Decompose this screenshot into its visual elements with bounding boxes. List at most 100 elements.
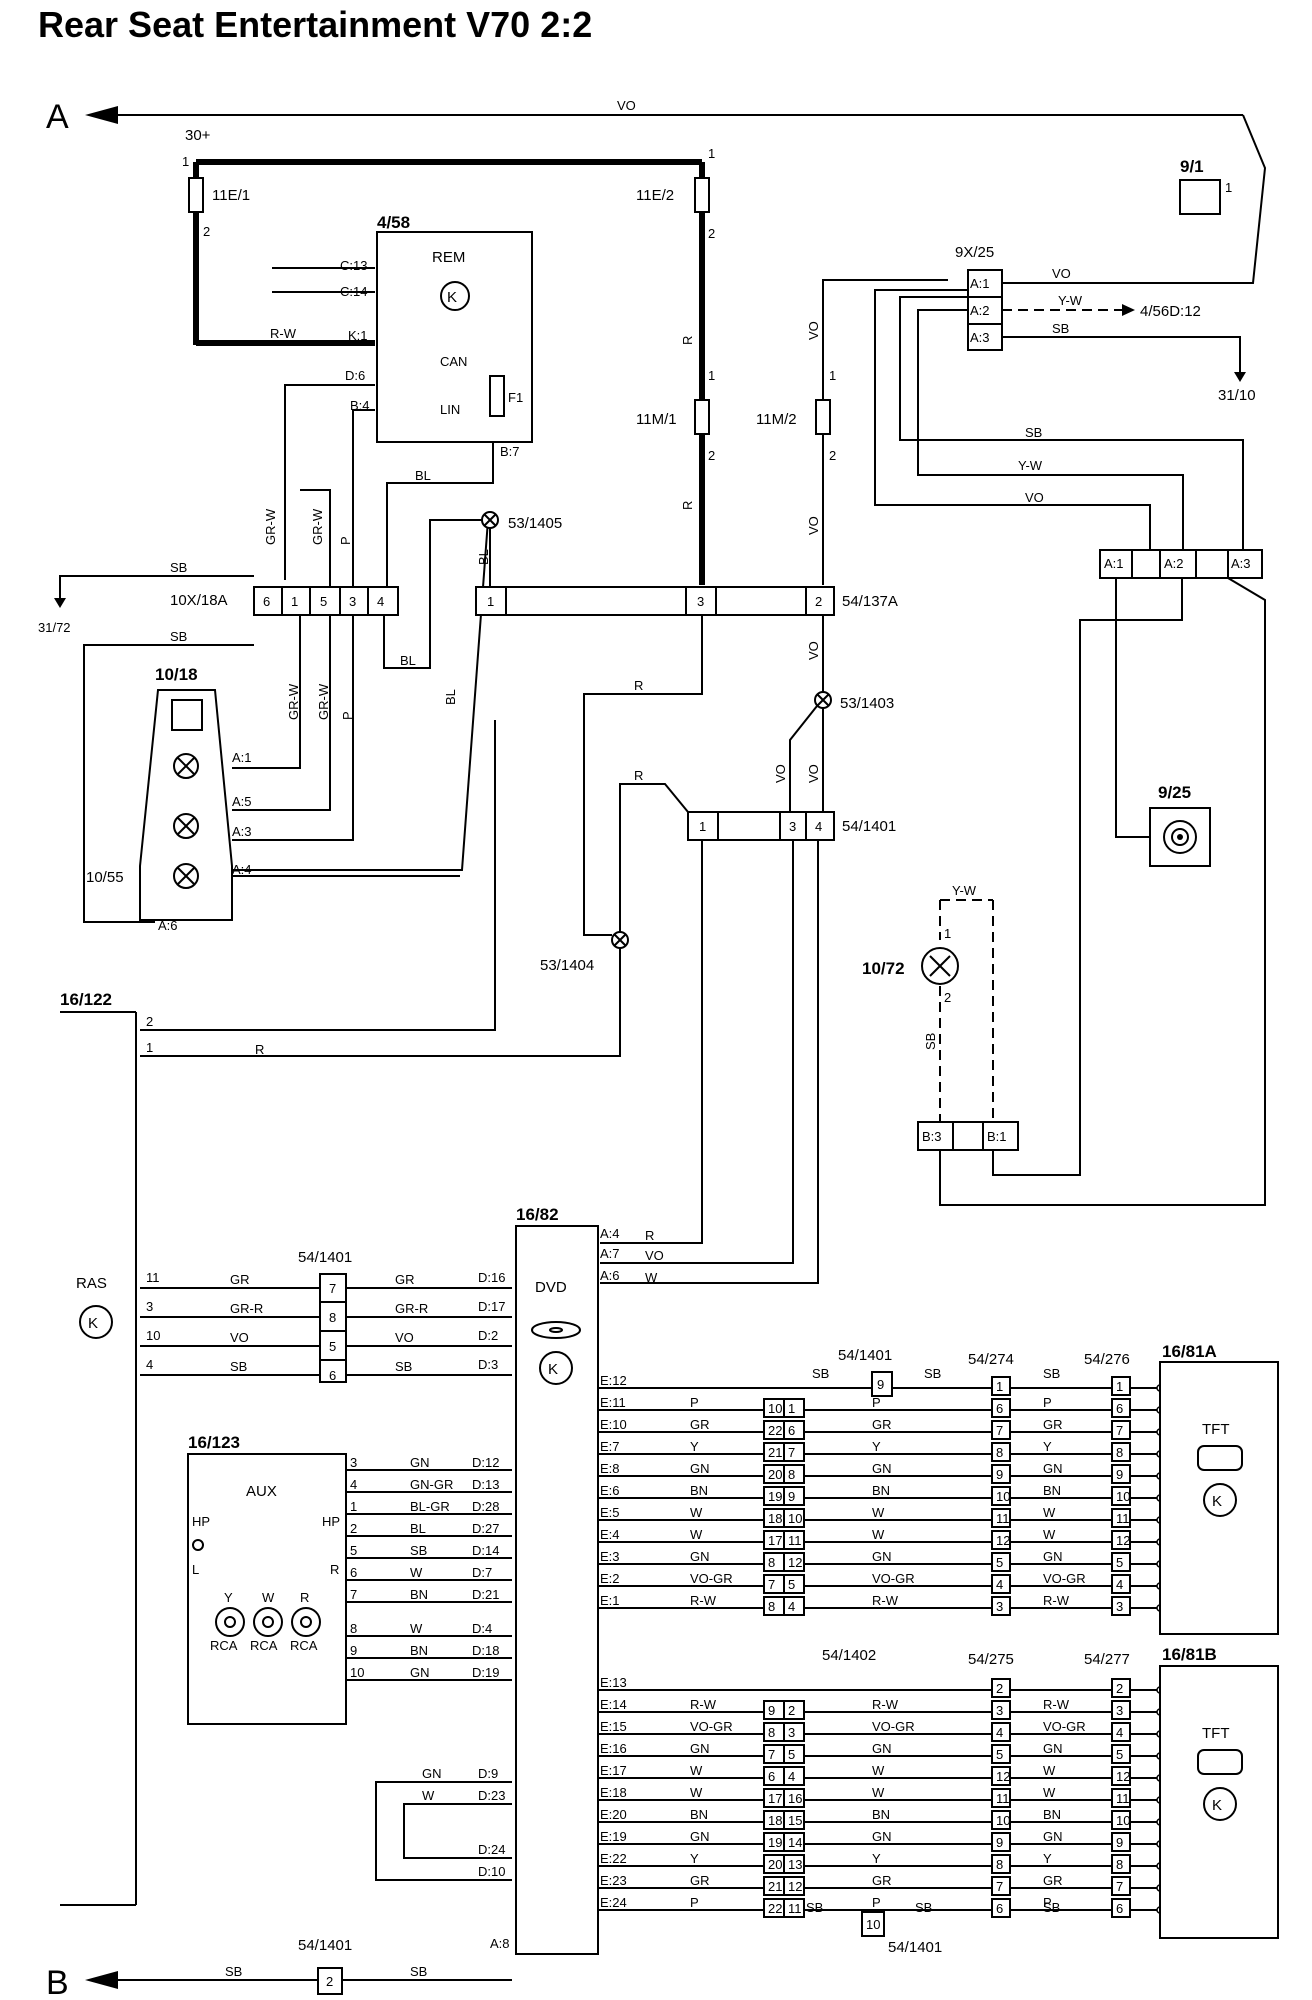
svg-text:HP: HP <box>192 1514 210 1529</box>
dvd-e-pin: E:7 <box>600 1439 620 1454</box>
wire-color: VO-GR <box>1043 1719 1086 1734</box>
svg-text:16/81B: 16/81B <box>1162 1645 1217 1664</box>
dvd-e-pin: E:5 <box>600 1505 620 1520</box>
connector-pin-box <box>783 1700 805 1720</box>
svg-text:L: L <box>192 1562 199 1577</box>
wire-color: P <box>1043 1895 1052 1910</box>
connector-pin-mid: 11 <box>996 1511 1010 1526</box>
svg-text:W: W <box>422 1788 435 1803</box>
wire-color: Y <box>1043 1851 1052 1866</box>
connector-pin-mid: 9 <box>996 1835 1003 1850</box>
svg-text:VO: VO <box>645 1248 664 1263</box>
wire-color: R-W <box>1043 1697 1070 1712</box>
connector-pin-mid: 6 <box>996 1401 1003 1416</box>
rca-jack-icon <box>253 1607 283 1637</box>
connector-pin-mid: 5 <box>996 1555 1003 1570</box>
connector-pin-box <box>783 1832 805 1852</box>
connector-pin-left: 22 <box>768 1423 782 1438</box>
svg-text:53/1403: 53/1403 <box>840 695 894 712</box>
svg-text:K:1: K:1 <box>348 328 368 343</box>
tft-pin: 2 <box>1116 1681 1123 1696</box>
svg-text:BL: BL <box>443 689 458 705</box>
svg-text:K: K <box>548 1361 558 1378</box>
wire-color: Y <box>1043 1439 1052 1454</box>
tft-pin: 8 <box>1116 1857 1123 1872</box>
svg-text:SB: SB <box>410 1964 427 1979</box>
svg-text:B:7: B:7 <box>500 444 520 459</box>
wire-color: P <box>690 1395 699 1410</box>
wire-color: P <box>1043 1395 1052 1410</box>
dvd-e-pin: E:12 <box>600 1373 627 1388</box>
dvd-e-pin: E:23 <box>600 1873 627 1888</box>
wire-color: GN <box>690 1829 710 1844</box>
wire-color: VO-GR <box>872 1571 915 1586</box>
svg-text:VO: VO <box>806 516 821 535</box>
svg-text:P: P <box>338 536 353 545</box>
connector-pin-box <box>1111 1398 1131 1418</box>
svg-text:2: 2 <box>146 1014 153 1029</box>
svg-text:R: R <box>634 678 643 693</box>
svg-text:D:10: D:10 <box>478 1864 505 1879</box>
connector-pin-mid: 5 <box>996 1747 1003 1762</box>
connector-pin-box <box>991 1486 1011 1506</box>
svg-text:A:3: A:3 <box>1231 556 1251 571</box>
dvd-e-pin: E:14 <box>600 1697 627 1712</box>
aux-wire-color: BL-GR <box>410 1499 450 1514</box>
connector-pin-box <box>783 1442 805 1462</box>
svg-text:SB: SB <box>1043 1366 1060 1381</box>
svg-text:SB: SB <box>1025 425 1042 440</box>
svg-text:GR-W: GR-W <box>263 508 278 545</box>
svg-text:54/274: 54/274 <box>968 1351 1014 1368</box>
wire-color: R-W <box>872 1593 899 1608</box>
tft-pin: 9 <box>1116 1835 1123 1850</box>
connector-pin-left: 10 <box>768 1401 782 1416</box>
connector-pin-box <box>1111 1722 1131 1742</box>
dvd-e-pin: E:18 <box>600 1785 627 1800</box>
connector-pin-left: 21 <box>768 1445 782 1460</box>
svg-text:2: 2 <box>326 1974 333 1989</box>
control-module-icon <box>1203 1787 1237 1821</box>
connector-pin-mid: 11 <box>996 1791 1010 1806</box>
tft-pin: 9 <box>1116 1467 1123 1482</box>
svg-text:30+: 30+ <box>185 127 211 144</box>
wire-color: GN <box>690 1741 710 1756</box>
svg-text:K: K <box>1212 1797 1222 1814</box>
svg-text:54/275: 54/275 <box>968 1651 1014 1668</box>
connector-pin-right: 2 <box>788 1703 795 1718</box>
connector-pin-box <box>991 1508 1011 1528</box>
wire-color: GN <box>872 1829 892 1844</box>
connector-pin-box <box>1111 1810 1131 1830</box>
tft-pin: 4 <box>1116 1725 1123 1740</box>
svg-text:54/276: 54/276 <box>1084 1351 1130 1368</box>
wire-color: GN <box>1043 1549 1063 1564</box>
dvd-e-pin: E:3 <box>600 1549 620 1564</box>
wire-color: P <box>690 1895 699 1910</box>
connector-pin-box <box>991 1810 1011 1830</box>
aux-pin-label: 6 <box>350 1565 357 1580</box>
dvd-e-pin: E:15 <box>600 1719 627 1734</box>
connector-pin-mid: 8 <box>996 1445 1003 1460</box>
svg-text:D:9: D:9 <box>478 1766 498 1781</box>
wire-color: Y <box>872 1851 881 1866</box>
connector-pin-right: 5 <box>788 1577 795 1592</box>
wire-color: GR <box>872 1417 892 1432</box>
connector-pin-box <box>991 1722 1011 1742</box>
aux-pin-label: 3 <box>350 1455 357 1470</box>
svg-text:SB: SB <box>806 1900 823 1915</box>
component-9-1: 9/1 1 <box>1179 157 1232 215</box>
svg-text:SB: SB <box>924 1366 941 1381</box>
svg-text:1: 1 <box>708 368 715 383</box>
svg-text:CAN: CAN <box>440 354 467 369</box>
connector-pin-left: 20 <box>768 1467 782 1482</box>
svg-text:BL: BL <box>400 653 416 668</box>
screen-icon <box>1197 1749 1243 1775</box>
connector-pin-box <box>1111 1530 1131 1550</box>
svg-text:A:6: A:6 <box>158 918 178 933</box>
wire-color: P <box>872 1395 881 1410</box>
connector-pin-box <box>991 1552 1011 1572</box>
dvd-e-pin: E:17 <box>600 1763 627 1778</box>
connector-pin-mid: 9 <box>996 1467 1003 1482</box>
wire-color: W <box>690 1785 703 1800</box>
